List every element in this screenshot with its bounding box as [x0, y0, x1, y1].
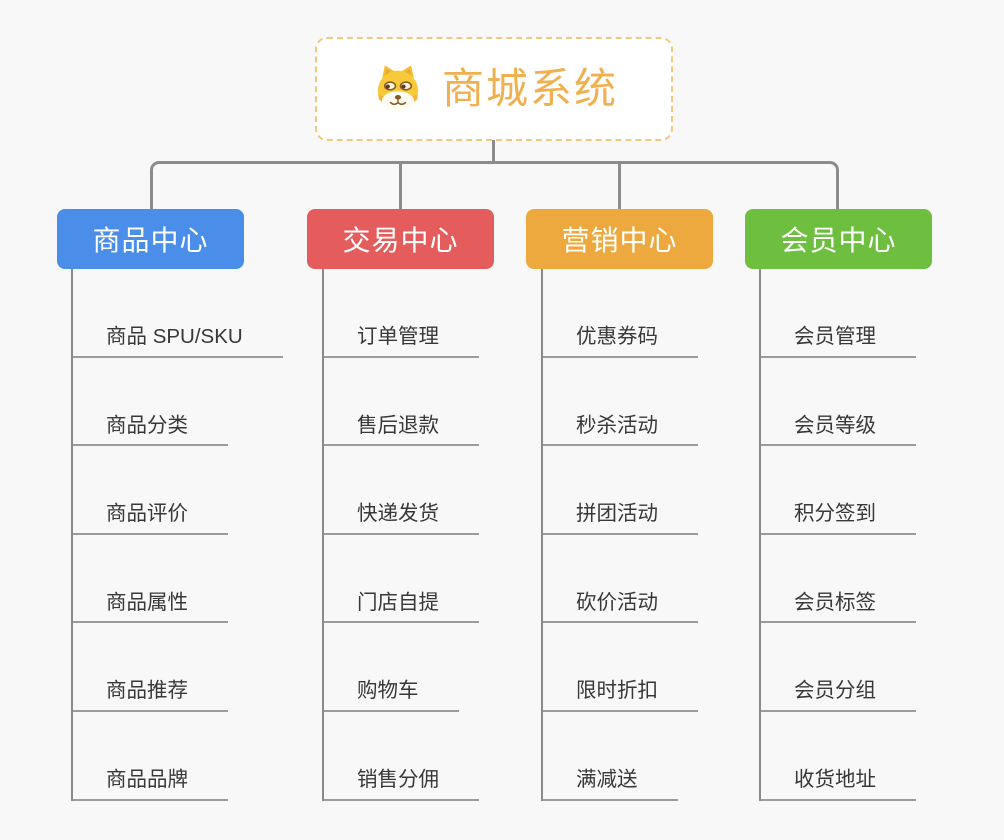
item-label: 商品 SPU/SKU [106, 325, 243, 349]
list-item[interactable]: 商品品牌 [73, 712, 228, 801]
branch-list-member-center: 会员管理 会员等级 积分签到 会员标签 会员分组 收货地址 [759, 269, 916, 801]
list-item[interactable]: 商品属性 [73, 535, 228, 624]
list-item[interactable]: 商品分类 [73, 358, 228, 447]
branch-label: 营销中心 [561, 225, 678, 256]
list-item[interactable]: 购物车 [324, 623, 459, 712]
list-item[interactable]: 积分签到 [761, 446, 916, 535]
root-title: 商城系统 [441, 65, 618, 112]
connector-drop-marketing [618, 163, 621, 209]
shiba-dog-icon [377, 65, 419, 112]
item-label: 会员管理 [794, 325, 876, 349]
item-label: 限时折扣 [576, 679, 658, 703]
connector-bus [158, 161, 830, 164]
list-item[interactable]: 订单管理 [324, 269, 479, 358]
item-label: 商品评价 [106, 502, 188, 526]
item-label: 优惠券码 [576, 325, 658, 349]
item-label: 会员分组 [794, 679, 876, 703]
list-item[interactable]: 销售分佣 [324, 712, 479, 801]
list-item[interactable]: 限时折扣 [543, 623, 698, 712]
list-item[interactable]: 门店自提 [324, 535, 479, 624]
list-item[interactable]: 拼团活动 [543, 446, 698, 535]
item-label: 商品属性 [106, 590, 188, 614]
list-item[interactable]: 秒杀活动 [543, 358, 698, 447]
list-item[interactable]: 售后退款 [324, 358, 479, 447]
item-label: 商品品牌 [106, 768, 188, 791]
item-label: 订单管理 [357, 325, 439, 349]
list-item[interactable]: 满减送 [543, 712, 678, 801]
branch-list-trade-center: 订单管理 售后退款 快递发货 门店自提 购物车 销售分佣 [322, 269, 479, 801]
item-label: 满减送 [576, 768, 638, 791]
list-item[interactable]: 收货地址 [761, 712, 916, 801]
item-label: 砍价活动 [576, 590, 658, 614]
item-label: 收货地址 [794, 768, 876, 791]
connector-drop-trade [399, 163, 402, 209]
list-item[interactable]: 优惠券码 [543, 269, 698, 358]
item-label: 积分签到 [794, 502, 876, 526]
connector-elbow-right [823, 161, 839, 209]
branch-box-product-center[interactable]: 商品中心 [57, 209, 244, 269]
list-item[interactable]: 会员管理 [761, 269, 916, 358]
item-label: 销售分佣 [357, 768, 439, 791]
list-item[interactable]: 快递发货 [324, 446, 479, 535]
branch-box-trade-center[interactable]: 交易中心 [307, 209, 494, 269]
list-item[interactable]: 会员等级 [761, 358, 916, 447]
item-label: 快递发货 [357, 502, 439, 526]
item-label: 拼团活动 [576, 502, 658, 526]
item-label: 会员标签 [794, 590, 876, 614]
list-item[interactable]: 会员标签 [761, 535, 916, 624]
list-item[interactable]: 商品 SPU/SKU [73, 269, 283, 358]
root-node[interactable]: 商城系统 [315, 37, 673, 141]
branch-label: 会员中心 [780, 225, 897, 256]
connector-elbow-left [150, 161, 166, 209]
list-item[interactable]: 砍价活动 [543, 535, 698, 624]
item-label: 会员等级 [794, 413, 876, 437]
item-label: 售后退款 [357, 413, 439, 437]
item-label: 商品分类 [106, 413, 188, 437]
item-label: 秒杀活动 [576, 413, 658, 437]
branch-list-product-center: 商品 SPU/SKU 商品分类 商品评价 商品属性 商品推荐 商品品牌 [71, 269, 283, 801]
branch-box-member-center[interactable]: 会员中心 [745, 209, 932, 269]
branch-label: 商品中心 [92, 225, 209, 256]
item-label: 购物车 [357, 679, 419, 703]
list-item[interactable]: 商品评价 [73, 446, 228, 535]
item-label: 商品推荐 [106, 679, 188, 703]
branch-box-marketing-center[interactable]: 营销中心 [526, 209, 713, 269]
branch-label: 交易中心 [342, 225, 459, 256]
list-item[interactable]: 商品推荐 [73, 623, 228, 712]
connector-root-drop [492, 140, 495, 164]
list-item[interactable]: 会员分组 [761, 623, 916, 712]
item-label: 门店自提 [357, 590, 439, 614]
branch-list-marketing-center: 优惠券码 秒杀活动 拼团活动 砍价活动 限时折扣 满减送 [541, 269, 698, 801]
